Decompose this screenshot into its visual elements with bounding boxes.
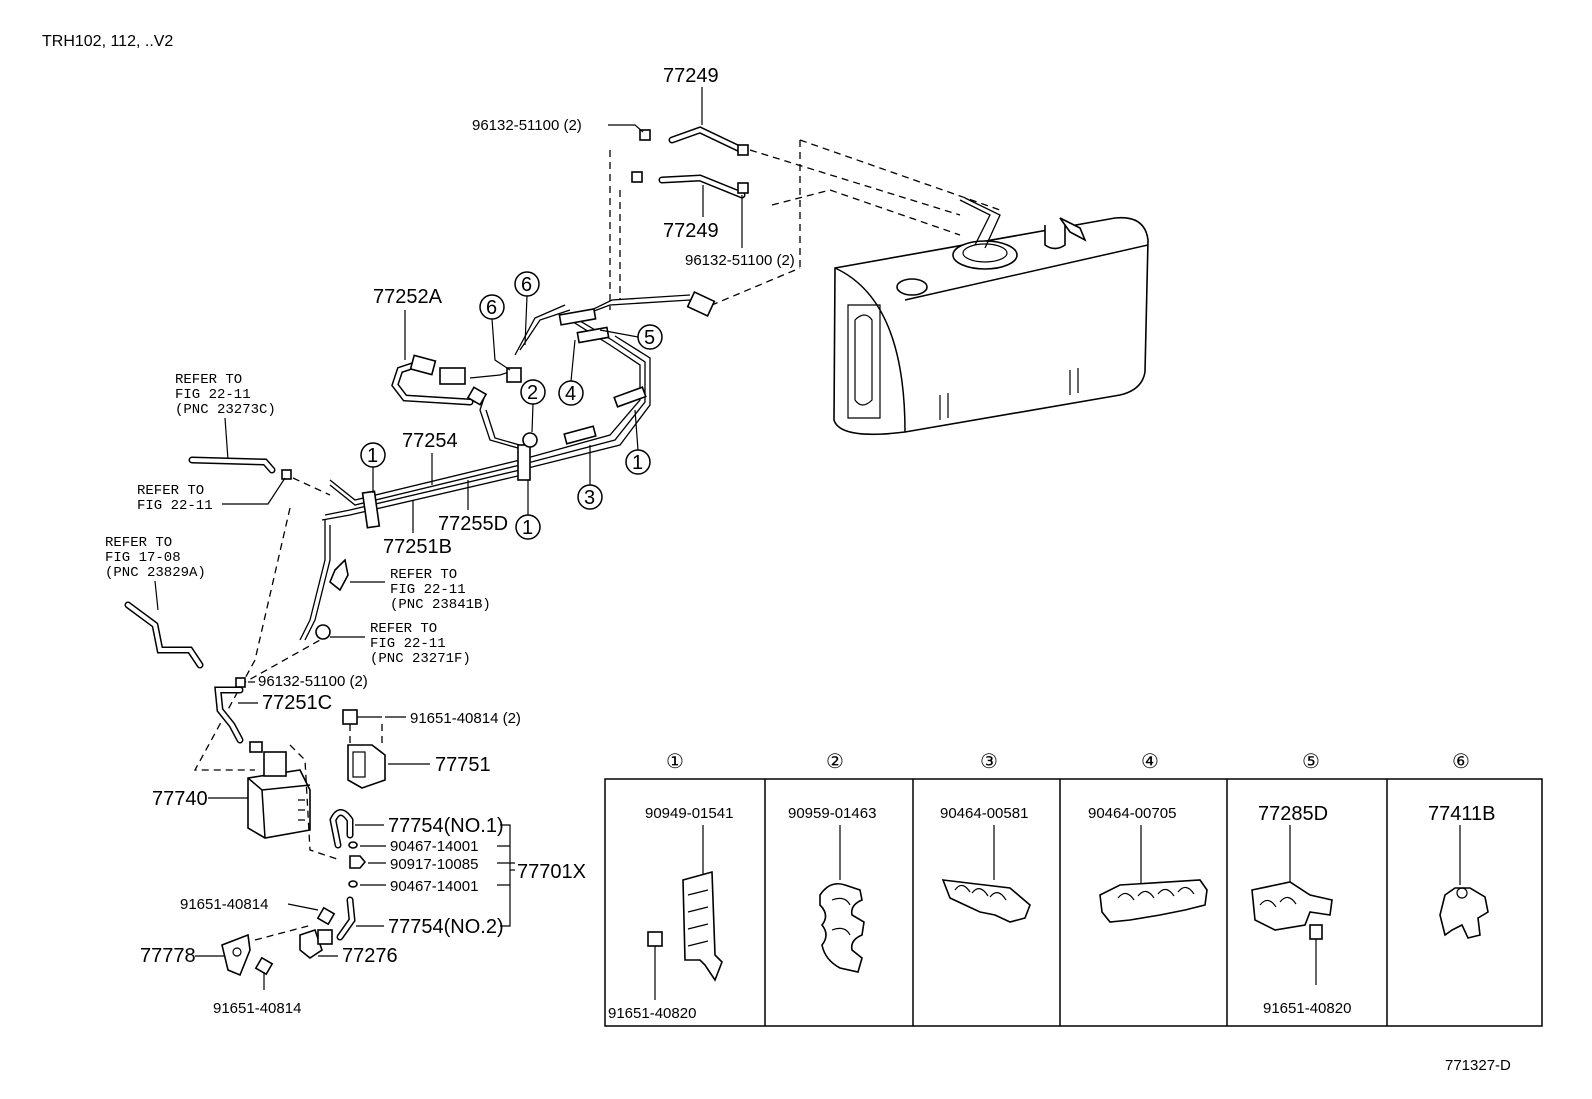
reference-c: REFER TO FIG 17-08 (PNC 23829A) xyxy=(105,535,206,669)
header-1: ① xyxy=(666,751,684,773)
label-clamp-2: 90467-14001 xyxy=(390,878,478,895)
label-77251C: 77251C xyxy=(262,692,332,714)
ref-d-line2: FIG 22-11 xyxy=(390,582,466,598)
label-hose-no1: 77754(NO.1) xyxy=(388,815,504,837)
circle-2: 2 xyxy=(527,382,538,404)
ref-d-line3: (PNC 23841B) xyxy=(390,597,491,613)
hose-kit-77701X xyxy=(329,809,367,941)
header-6: ⑥ xyxy=(1452,751,1470,773)
bolt-3 xyxy=(254,956,274,990)
hose-77249-top xyxy=(668,126,746,154)
ref-a-line3: (PNC 23273C) xyxy=(175,402,276,418)
cell-6-top: 77411B xyxy=(1428,803,1495,825)
label-77252A: 77252A xyxy=(373,286,443,308)
hose-clips-top xyxy=(631,129,749,194)
clamps xyxy=(361,308,647,529)
circle-1-c: 1 xyxy=(632,452,643,474)
label-77254: 77254 xyxy=(402,430,458,452)
label-77778: 77778 xyxy=(140,945,196,967)
circle-1-b: 1 xyxy=(522,517,533,539)
bolt-1 xyxy=(342,709,382,725)
ref-c-line2: FIG 17-08 xyxy=(105,550,181,566)
reference-b: REFER TO FIG 22-11 xyxy=(137,477,286,514)
circle-4: 4 xyxy=(565,383,576,405)
cell-5-top: 77285D xyxy=(1258,803,1328,825)
cell-4-clamp xyxy=(1099,879,1208,923)
cell-2-clamp xyxy=(819,882,865,973)
label-hose-no2: 77754(NO.2) xyxy=(388,916,504,938)
header-5: ⑤ xyxy=(1302,751,1320,773)
bracket-77778 xyxy=(221,933,251,977)
cell-5-bottom: 91651-40820 xyxy=(1263,1000,1351,1017)
ref-a-line1: REFER TO xyxy=(175,372,242,388)
figure-code: 771327-D xyxy=(1445,1057,1511,1074)
cell-1-bottom: 91651-40820 xyxy=(608,1005,696,1022)
bolt-2 xyxy=(316,906,336,926)
circle-6-a: 6 xyxy=(486,297,497,319)
model-label: TRH102, 112, ..V2 xyxy=(42,33,173,50)
hose-77249-bottom xyxy=(658,174,746,199)
reference-a: REFER TO FIG 22-11 (PNC 23273C) xyxy=(175,372,292,480)
ref-b-line1: REFER TO xyxy=(137,483,204,499)
reference-d: REFER TO FIG 22-11 (PNC 23841B) xyxy=(329,558,491,613)
label-bolt-1: 91651-40814 (2) xyxy=(410,710,521,727)
label-bolt-2: 91651-40814 xyxy=(180,896,268,913)
label-77276: 77276 xyxy=(342,945,398,967)
cell-3-clamp xyxy=(941,879,1031,923)
circle-6-b: 6 xyxy=(521,274,532,296)
ref-c-line3: (PNC 23829A) xyxy=(105,565,206,581)
table-headers: ① ② ③ ④ ⑤ ⑥ xyxy=(666,751,1470,773)
reference-e: REFER TO FIG 22-11 (PNC 23271F) xyxy=(315,621,471,667)
label-77251B: 77251B xyxy=(383,536,452,558)
hose-77252A xyxy=(391,354,488,406)
label-clip-left: 96132-51100 (2) xyxy=(258,673,368,690)
cell-4-top: 90464-00705 xyxy=(1088,805,1176,822)
header-2: ② xyxy=(826,751,844,773)
cell-2-top: 90959-01463 xyxy=(788,805,876,822)
part-77751 xyxy=(347,744,386,789)
header-3: ③ xyxy=(980,751,998,773)
ref-b-line2: FIG 22-11 xyxy=(137,498,213,514)
cell-5-clamp xyxy=(1251,881,1333,985)
circle-5: 5 xyxy=(644,327,655,349)
label-77249-bottom: 77249 xyxy=(663,220,719,242)
label-77740: 77740 xyxy=(152,788,208,810)
circle-callouts: 1 1 1 2 3 4 5 6 6 xyxy=(360,271,663,540)
cell-1-top: 90949-01541 xyxy=(645,805,733,822)
ref-e-line1: REFER TO xyxy=(370,621,437,637)
label-clip-top: 96132-51100 (2) xyxy=(472,117,582,134)
label-bolt-3: 91651-40814 xyxy=(213,1000,301,1017)
header-4: ④ xyxy=(1141,751,1159,773)
ref-e-line2: FIG 22-11 xyxy=(370,636,446,652)
label-clip-bottom: 96132-51100 (2) xyxy=(685,252,795,269)
cell-1-bracket xyxy=(647,870,723,1000)
part-77276 xyxy=(299,928,333,959)
ref-c-line1: REFER TO xyxy=(105,535,172,551)
ref-d-line1: REFER TO xyxy=(390,567,457,583)
circle-3: 3 xyxy=(584,487,595,509)
cell-3-top: 90464-00581 xyxy=(940,805,1028,822)
cell-6-clip xyxy=(1439,887,1489,939)
detail-table xyxy=(604,778,1543,1027)
label-valve: 90917-10085 xyxy=(390,856,478,873)
circle-1-a: 1 xyxy=(367,445,378,467)
canister-77740 xyxy=(247,741,311,839)
label-clamp-1: 90467-14001 xyxy=(390,838,478,855)
ref-a-line2: FIG 22-11 xyxy=(175,387,251,403)
label-77255D: 77255D xyxy=(438,513,508,535)
label-77701X: 77701X xyxy=(517,861,586,883)
fuel-tank xyxy=(833,197,1149,436)
label-77249-top: 77249 xyxy=(663,65,719,87)
ref-e-line3: (PNC 23271F) xyxy=(370,651,471,667)
hose-77251C xyxy=(214,677,246,744)
label-77751: 77751 xyxy=(435,754,491,776)
